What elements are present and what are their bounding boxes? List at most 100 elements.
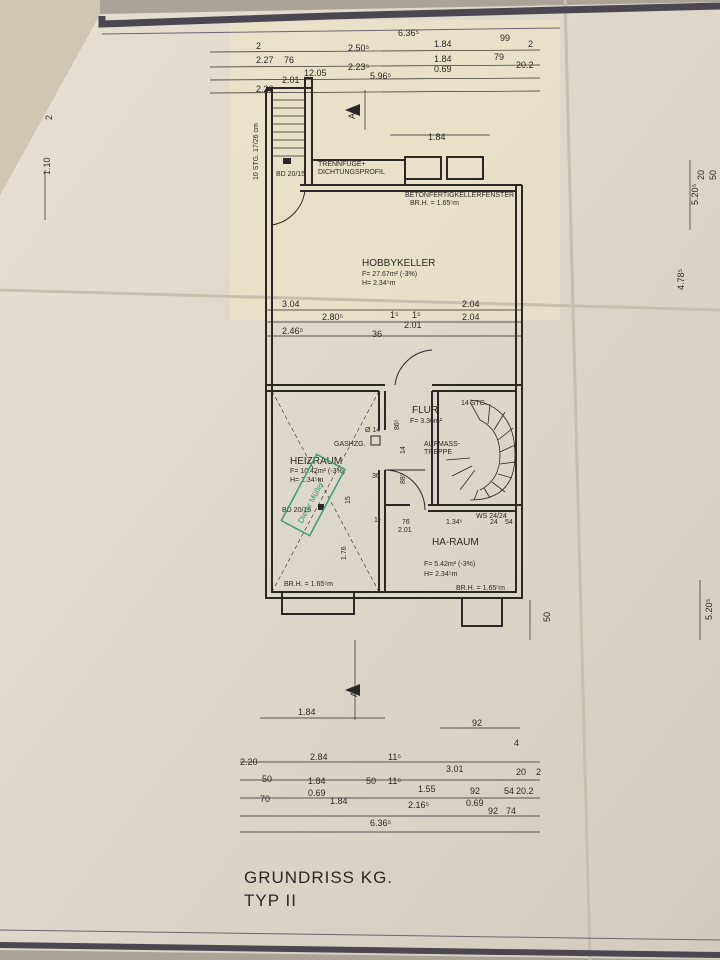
dim-text: 1.84: [434, 54, 452, 64]
dim-text: 5.20⁵: [704, 598, 714, 620]
dim-text: 20: [516, 767, 526, 777]
top-left-shadow: [0, 0, 100, 195]
dim-text: 2: [256, 41, 261, 51]
dim-text: 5.20⁵: [690, 183, 700, 205]
label-gashzg: GASHZG.: [334, 441, 366, 448]
dim-text: 2.20: [256, 84, 274, 94]
dim-text: 1.84: [308, 776, 326, 786]
dim-text: 1.84: [330, 796, 348, 806]
dim-text: 2.04: [462, 299, 480, 309]
label-stg-10: 10 STG. 17/26 cm: [253, 123, 260, 180]
label-bd-heiz: BD 20/15: [282, 507, 311, 514]
heizraum-cross: [271, 390, 380, 593]
dim-text: 74: [506, 806, 516, 816]
room-area-hobbykeller: F= 27.67m² (-3%): [362, 271, 417, 278]
room-height-ha-raum: H= 2.34⁵m: [424, 571, 458, 578]
section-label-top: A: [347, 113, 357, 119]
dim-text: 6.36⁵: [398, 28, 420, 38]
plan-title-line1: GRUNDRISS KG.: [244, 868, 393, 887]
room-name-heizraum: HEIZRAUM: [290, 456, 342, 467]
dim-text: 92: [472, 718, 482, 728]
dim-text: 2.01: [282, 75, 300, 85]
label-aufmass: AUFMASS-: [424, 441, 461, 448]
label-stg-14: 14 STG.: [461, 400, 487, 407]
dim-text: 20: [696, 170, 706, 180]
dim-text: 1.55: [418, 784, 436, 794]
dim-text: 1⁵: [374, 517, 381, 524]
dim-text: 15: [345, 496, 352, 504]
dim-text: 20.2: [516, 60, 534, 70]
stairs-top: [272, 99, 305, 157]
sheet-inner-line-top: [101, 27, 561, 35]
dim-text: 2.46⁵: [282, 326, 304, 336]
dim-text: 2: [44, 115, 54, 120]
chimney-symbol: [318, 504, 324, 510]
dim-text: 54: [505, 519, 513, 526]
walls: [265, 77, 523, 627]
room-name-flur: FLUR: [412, 405, 438, 416]
dim-text: 86⁵: [394, 419, 401, 430]
dim-text: 11⁵: [388, 776, 401, 786]
dim-text: 36: [372, 473, 380, 480]
label-trennfuge: TRENNFUGE+: [318, 161, 366, 168]
label-dichtungsprofil: DICHTUNGSPROFIL: [318, 169, 385, 176]
yellowed-area: [230, 20, 560, 320]
dim-text: 24: [490, 519, 498, 526]
dim-text: 12.05: [304, 68, 327, 78]
dim-text: 76: [402, 519, 410, 526]
room-name-hobbykeller: HOBBYKELLER: [362, 258, 435, 269]
dim-text: 1.34⁵: [446, 519, 463, 526]
room-height-heizraum: H= 2.34⁵m: [290, 477, 324, 484]
door-swings: [271, 189, 433, 511]
dim-text: Ø 14: [365, 427, 380, 434]
dim-text: 2.50⁵: [348, 43, 370, 53]
dim-text: 0.69: [308, 788, 326, 798]
dim-text: 2.23⁵: [348, 62, 370, 72]
dim-text: 76: [284, 55, 294, 65]
section-marker-bottom: A: [345, 684, 360, 697]
dim-text: 0.69: [466, 798, 484, 808]
chimney-symbol-top: [283, 158, 291, 164]
dim-text: 2.01: [398, 527, 412, 534]
dim-text: 5.96⁵: [370, 71, 392, 81]
dims-mid: 3.04 2.04 2.80⁵ 2.04 2.46⁵ 2.01 36 1⁵ 1⁵: [282, 299, 480, 339]
room-area-ha-raum: F= 5.42m² (-3%): [424, 561, 475, 568]
label-brh-right: BR.H. = 1.65⁵m: [456, 585, 505, 592]
dim-text: 2.16⁵: [408, 800, 430, 810]
label-bd-top: BD 20/15: [276, 171, 305, 178]
label-ws: WS 24/24: [476, 513, 507, 520]
dim-text: 2.04: [462, 312, 480, 322]
dim-text: 1.84: [434, 39, 452, 49]
dim-text: 2: [528, 39, 533, 49]
dim-text: 2.80⁵: [322, 312, 344, 322]
label-treppe: TREPPE: [424, 449, 452, 456]
label-betonfertigkellerfenster: BETONFERTIGKELLERFENSTER: [405, 192, 514, 199]
dim-text: 2: [536, 767, 541, 777]
dim-text: 2.20: [240, 757, 258, 767]
sheet-inner-line-bottom: [0, 929, 720, 941]
dim-text: 1.84: [428, 132, 446, 142]
dim-text: 92: [488, 806, 498, 816]
gas-heater-symbol: [370, 435, 381, 446]
dim-text: 2.27: [256, 55, 274, 65]
dims-top: 2 2.27 76 12.05 2.50⁵ 6.36⁵ 1.84 99 2 2.…: [256, 28, 534, 142]
room-area-heizraum: F= 10.42m² (-3%): [290, 468, 345, 475]
room-name-ha-raum: HA-RAUM: [432, 537, 479, 548]
section-label-bottom: A: [349, 691, 359, 697]
dim-text: 36: [372, 329, 382, 339]
dims-side: 5.20⁵ 20 50 4.78⁵ 5.20⁵ 50 1.10 2: [42, 115, 718, 622]
dim-text: 88⁵: [400, 473, 407, 484]
dim-text: 1.76: [341, 546, 348, 560]
dim-text: 14: [400, 446, 407, 454]
dim-text: 2.01: [404, 320, 422, 330]
room-area-flur: F= 3.36m²: [410, 418, 443, 425]
dim-text: 54: [504, 786, 514, 796]
dim-text: 1.84: [298, 707, 316, 717]
dim-text: 1⁵: [390, 310, 399, 320]
section-marker-top: A: [345, 104, 360, 119]
dim-text: 0.69: [434, 64, 452, 74]
dim-text: 92: [470, 786, 480, 796]
fold-line-horizontal: [0, 288, 720, 312]
dim-text: 3.01: [446, 764, 464, 774]
